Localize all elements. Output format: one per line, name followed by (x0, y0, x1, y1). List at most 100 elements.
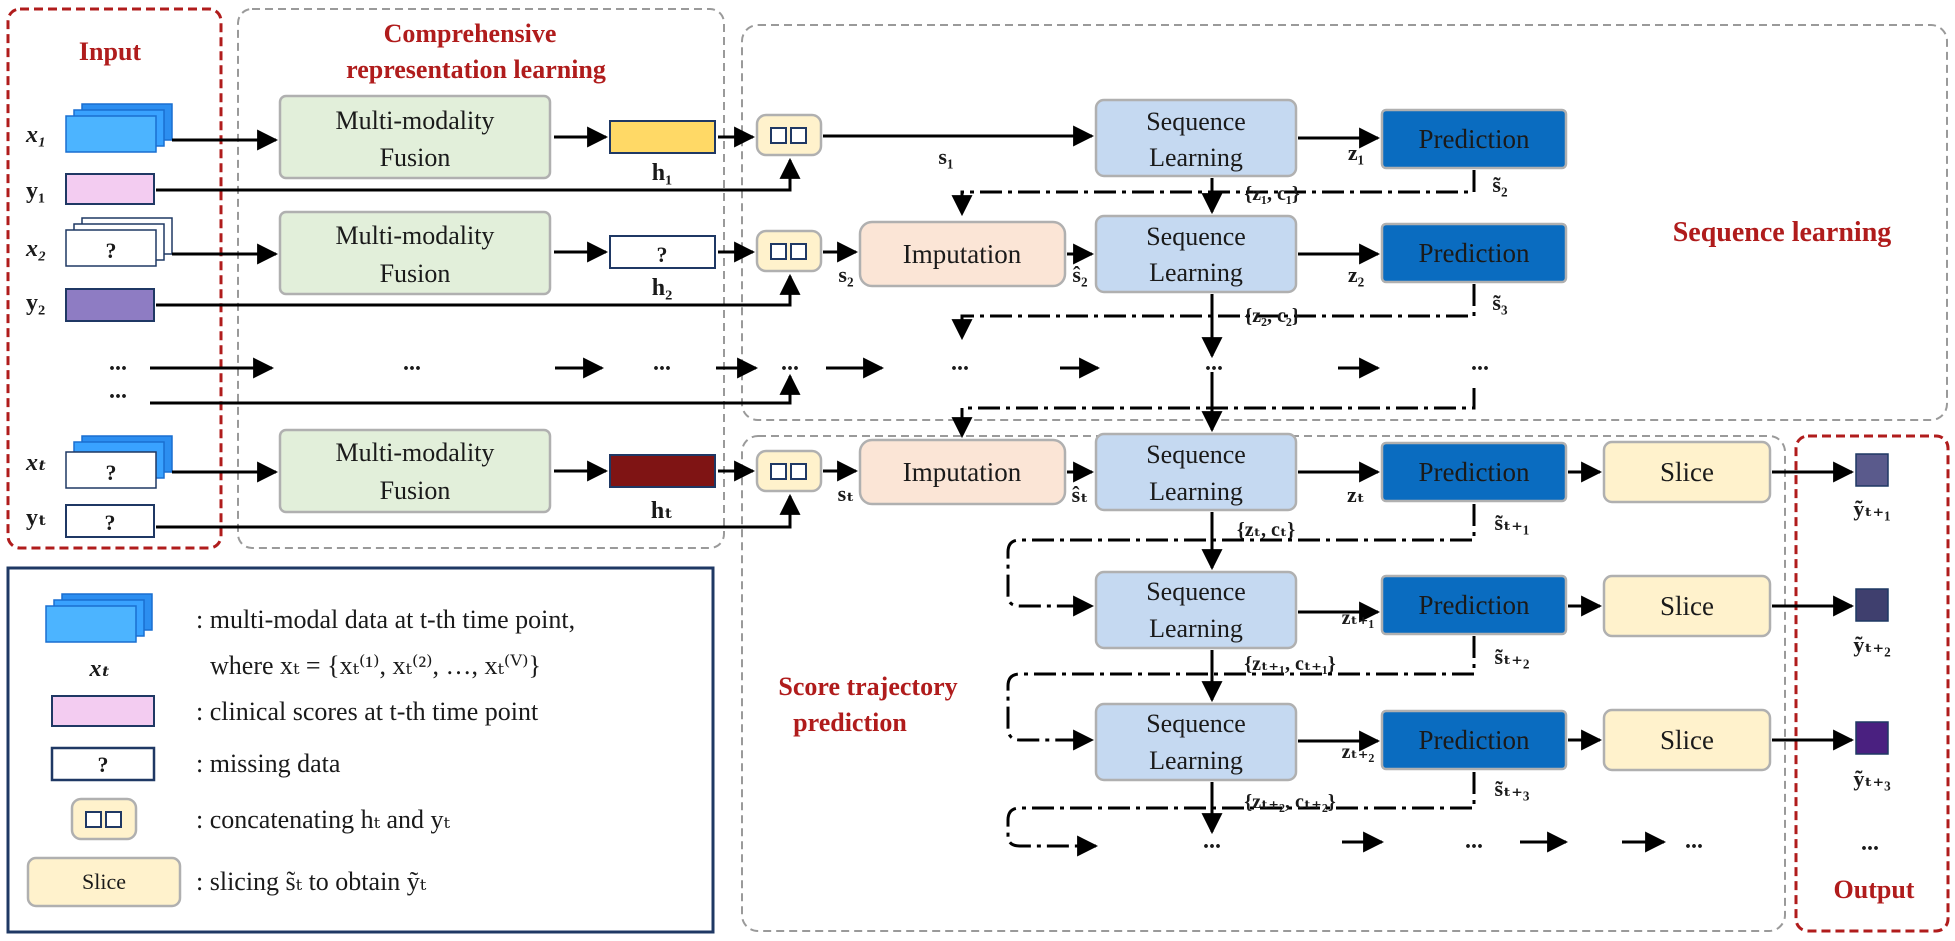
prediction-block-T1: Prediction (1380, 574, 1568, 636)
s3tilde-label: s̃₃ (1492, 290, 1508, 315)
prediction-block-2: Prediction (1380, 222, 1568, 284)
zcT2-label: {zₜ₊₂, cₜ₊₂} (1244, 791, 1336, 813)
xT-data-icon (65, 435, 173, 489)
score-trajectory-title-1: Score trajectory (778, 672, 957, 701)
input-title: Input (79, 37, 141, 66)
sequence-learning-block-2: Sequence Learning (1094, 214, 1298, 294)
svg-text:Fusion: Fusion (380, 259, 451, 288)
score-trajectory-frame (741, 435, 1786, 932)
prediction-block-T2: Prediction (1380, 709, 1568, 771)
output-square-T3 (1855, 721, 1889, 755)
y1-label: y₁ (26, 178, 45, 204)
sT-label: sₜ (838, 481, 855, 506)
svg-text:Imputation: Imputation (903, 457, 1022, 487)
output-dots: ... (1861, 830, 1879, 856)
svg-text:Slice: Slice (1660, 725, 1714, 755)
output-label-T2: ỹₜ₊₂ (1853, 632, 1891, 657)
x2-missing-mark: ? (106, 238, 117, 263)
fusion-block-2: Multi-modality Fusion (278, 210, 552, 296)
xT-missing-mark: ? (106, 460, 117, 485)
y2-score-box (65, 288, 155, 322)
seq-dots-3: ... (1471, 350, 1489, 376)
legend-clinical-swatch (51, 695, 155, 727)
connector-arrows (150, 125, 1855, 853)
s2-label: s₂ (838, 262, 854, 287)
variable-labels: s₁ s₂ sₜ ŝ₂ ŝₜ z₁ z₂ zₜ zₜ₊₁ zₜ₊₂ s̃₂ s̃… (838, 140, 1530, 813)
fusion-dots: ... (403, 350, 421, 376)
svg-text:Multi-modality: Multi-modality (336, 106, 495, 135)
legend-slicing-text: : slicing s̃ₜ to obtain ỹₜ (196, 867, 427, 896)
prediction-block-T: Prediction (1380, 441, 1568, 503)
seq-dots-1: ... (951, 350, 969, 376)
svg-text:Fusion: Fusion (380, 143, 451, 172)
legend-where-text: where xₜ = {xₜ⁽¹⁾, xₜ⁽²⁾, …, xₜ⁽ⱽ⁾} (210, 651, 541, 680)
feedback-loops (951, 170, 1476, 857)
input-dots-1: ... (109, 350, 127, 376)
h-dots: ... (653, 350, 671, 376)
legend-xt-label: xₜ (89, 656, 111, 682)
legend-clinical-text: : clinical scores at t-th time point (196, 697, 539, 726)
svg-text:Fusion: Fusion (380, 476, 451, 505)
imputation-block-2: Imputation (858, 220, 1067, 288)
score-trajectory-title-2: prediction (793, 708, 907, 737)
output-label-T3: ỹₜ₊₃ (1853, 766, 1891, 791)
x2-label: x₂ (25, 236, 46, 262)
sequence-learning-block-T2: Sequence Learning (1094, 702, 1298, 782)
svg-text:Prediction: Prediction (1419, 238, 1530, 268)
zT2-label: zₜ₊₂ (1342, 741, 1375, 763)
sequence-learning-frame (741, 24, 1948, 421)
concat-icon-2 (755, 229, 823, 273)
sequence-learning-title: Sequence learning (1673, 217, 1892, 248)
output-title: Output (1834, 875, 1915, 904)
svg-text:Prediction: Prediction (1419, 124, 1530, 154)
y1-score-box (65, 173, 155, 205)
svg-text:Learning: Learning (1149, 143, 1243, 172)
svg-text:Prediction: Prediction (1419, 590, 1530, 620)
svg-text:Multi-modality: Multi-modality (336, 438, 495, 467)
seq-dots-2: ... (1205, 350, 1223, 376)
legend-missing-swatch (50, 746, 156, 782)
legend-slice-label: Slice (82, 869, 126, 894)
sequence-learning-block-1: Sequence Learning (1094, 98, 1298, 178)
zc1-label: {z₁, c₁} (1244, 183, 1300, 205)
zT1-label: zₜ₊₁ (1342, 607, 1375, 629)
svg-text:Sequence: Sequence (1146, 709, 1246, 738)
svg-text:Prediction: Prediction (1419, 725, 1530, 755)
svg-text:Sequence: Sequence (1146, 440, 1246, 469)
svg-text:Sequence: Sequence (1146, 577, 1246, 606)
sequence-learning-block-T: Sequence Learning (1094, 432, 1298, 512)
sT1tilde-label: s̃ₜ₊₁ (1495, 510, 1530, 535)
concat-icon-T (755, 449, 823, 493)
sT2tilde-label: s̃ₜ₊₂ (1495, 644, 1530, 669)
h2-vector (609, 235, 716, 269)
s2tilde-label: s̃₂ (1492, 172, 1508, 197)
zcT-label: {zₜ, cₜ} (1237, 519, 1295, 541)
svg-text:Learning: Learning (1149, 477, 1243, 506)
representation-title-2: representation learning (346, 55, 606, 84)
svg-text:Sequence: Sequence (1146, 107, 1246, 136)
slice-block-T: Slice (1602, 440, 1772, 504)
s2hat-label: ŝ₂ (1072, 262, 1088, 287)
xT-label: xₜ (25, 450, 47, 476)
output-label-T1: ỹₜ₊₁ (1853, 496, 1890, 521)
svg-text:Multi-modality: Multi-modality (336, 221, 495, 250)
s1-label: s₁ (938, 144, 953, 169)
yT-score-box (65, 504, 155, 538)
slice-block-T1: Slice (1602, 574, 1772, 638)
legend-concat-icon (70, 797, 138, 841)
z2-label: z₂ (1348, 262, 1365, 287)
imputation-block-T: Imputation (858, 438, 1067, 506)
concat-icon-1 (755, 113, 823, 157)
svg-text:Learning: Learning (1149, 746, 1243, 775)
seq-dots-6: ... (1685, 828, 1703, 854)
prediction-block-1: Prediction (1380, 108, 1568, 170)
svg-text:Prediction: Prediction (1419, 457, 1530, 487)
zT-label: zₜ (1347, 482, 1365, 507)
zc2-label: {z₂, c₂} (1244, 305, 1300, 327)
yT-missing-mark: ? (105, 510, 116, 535)
hT-vector (609, 454, 716, 488)
seq-dots-5: ... (1465, 828, 1483, 854)
legend-frame (6, 566, 715, 934)
y2-label: y₂ (26, 290, 45, 316)
